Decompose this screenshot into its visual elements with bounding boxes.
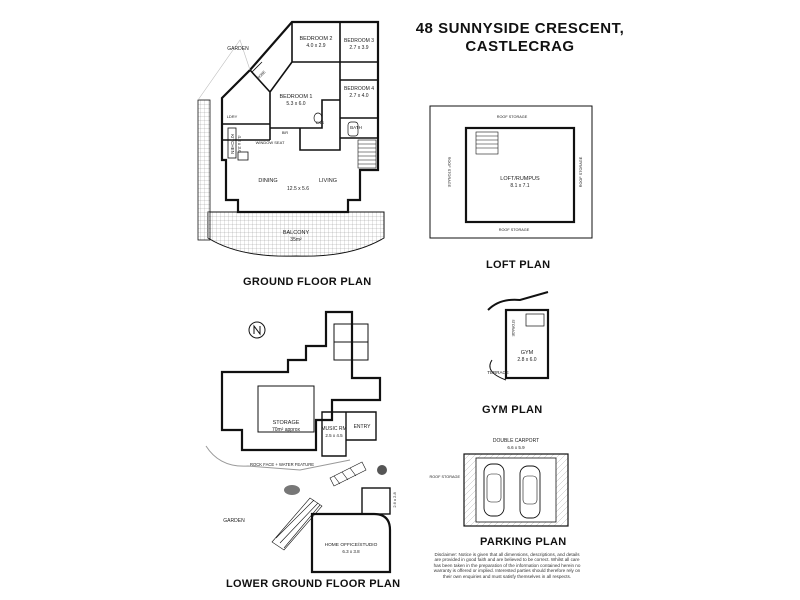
kitchen-size: 4.8 x 3.0 [237, 135, 242, 153]
gym-walls [504, 308, 550, 380]
loft-plan: LOFT/RUMPUS 8.1 x 7.1 ROOF STORAGE ROOF … [429, 105, 593, 239]
home-office-label: HOME OFFICE/STUDIO [325, 542, 378, 548]
lower-ground-walls [220, 310, 382, 452]
water-feature [284, 485, 300, 495]
bedroom2-size: 4.0 x 2.9 [306, 43, 325, 49]
carport-label: DOUBLE CARPORT [493, 438, 539, 444]
garden-label-lower: GARDEN [223, 518, 245, 524]
rock-face-label: ROCK FACE + WATER FEATURE [250, 462, 314, 467]
bedroom4-label: BEDROOM 4 [344, 86, 374, 92]
disclaimer-text: Disclaimer: Notice is given that all dim… [433, 552, 581, 579]
bedroom3-label: BEDROOM 3 [344, 38, 374, 44]
terrace-label: TERRACE [487, 370, 509, 375]
north-arrow-icon [248, 321, 266, 339]
music-room-size: 2.5 x 4.5 [325, 433, 343, 438]
window-seat-label: WINDOW SEAT [256, 140, 285, 145]
gym-storage-label: STORAGE [511, 319, 515, 337]
garden-label-ground: GARDEN [227, 46, 249, 52]
gym-heading: GYM PLAN [482, 404, 543, 416]
gym-label: GYM [521, 350, 534, 356]
ground-floor-walls [220, 20, 380, 214]
robe-label: ROBE [256, 70, 267, 81]
parking-roof-storage: ROOF STORAGE [429, 475, 460, 479]
dining-label: DINING [258, 178, 277, 184]
side-room-size: 2.6 x 2.8 [392, 492, 397, 508]
parking-plan: DOUBLE CARPORT 6.6 x 5.9 ROOF STORAGE [429, 438, 569, 527]
bedroom3-size: 2.7 x 3.9 [349, 45, 368, 51]
balcony-label: BALCONY [283, 230, 310, 236]
bath-label: BATH [350, 125, 362, 130]
page-title-line1: 48 SUNNYSIDE CRESCENT, [415, 20, 625, 37]
lower-storage-size: 70m² approx [272, 427, 301, 433]
laundry-label: LDRY [227, 114, 238, 119]
loft-room-size: 8.1 x 7.1 [510, 183, 529, 189]
page-title-line2: CASTLECRAG [465, 38, 575, 55]
lower-storage-label: STORAGE [273, 420, 300, 426]
ensuite-label: ENS [316, 120, 325, 125]
bedroom1-size: 5.3 x 6.0 [286, 101, 305, 107]
parking-heading: PARKING PLAN [480, 536, 567, 548]
loft-roof-storage-top: ROOF STORAGE [497, 115, 528, 119]
balcony-size: 35m² [290, 237, 302, 243]
bedroom4-size: 2.7 x 4.0 [349, 93, 368, 99]
gym-plan: GYM 2.8 x 6.0 TERRACE STORAGE [487, 291, 550, 381]
balcony-area [207, 211, 385, 257]
home-office-size: 6.3 x 3.8 [342, 549, 360, 554]
carport-size: 6.6 x 5.9 [507, 445, 525, 450]
car-left [483, 463, 505, 517]
lower-ground-heading: LOWER GROUND FLOOR PLAN [226, 578, 401, 590]
ground-floor-heading: GROUND FLOOR PLAN [243, 276, 372, 288]
bedroom1-label: BEDROOM 1 [279, 94, 312, 100]
side-deck [197, 99, 211, 241]
living-size: 12.5 x 5.6 [287, 186, 309, 192]
music-room-label: MUSIC RM [321, 426, 346, 432]
ground-floor-plan: BEDROOM 2 4.0 x 2.9 BEDROOM 3 2.7 x 3.9 … [197, 20, 385, 257]
living-label: LIVING [319, 178, 337, 184]
loft-heading: LOFT PLAN [486, 259, 551, 271]
loft-walls [464, 126, 576, 224]
bedroom2-label: BEDROOM 2 [299, 36, 332, 42]
loft-roof-storage-bottom: ROOF STORAGE [499, 228, 530, 232]
bir-label: BIR [282, 131, 289, 135]
kitchen-label: KITCHEN [230, 134, 235, 154]
loft-roof-storage-right: ROOF STORAGE [579, 156, 583, 187]
gym-size: 2.8 x 6.0 [517, 357, 536, 363]
car-right [519, 465, 541, 519]
loft-roof-storage-left: ROOF STORAGE [447, 157, 451, 188]
lower-entry-label: ENTRY [354, 424, 372, 430]
loft-room-label: LOFT/RUMPUS [500, 176, 540, 182]
loft-outline [429, 105, 593, 239]
lower-ground-floor-plan: STORAGE 70m² approx MUSIC RM 2.5 x 4.5 E… [205, 310, 397, 574]
